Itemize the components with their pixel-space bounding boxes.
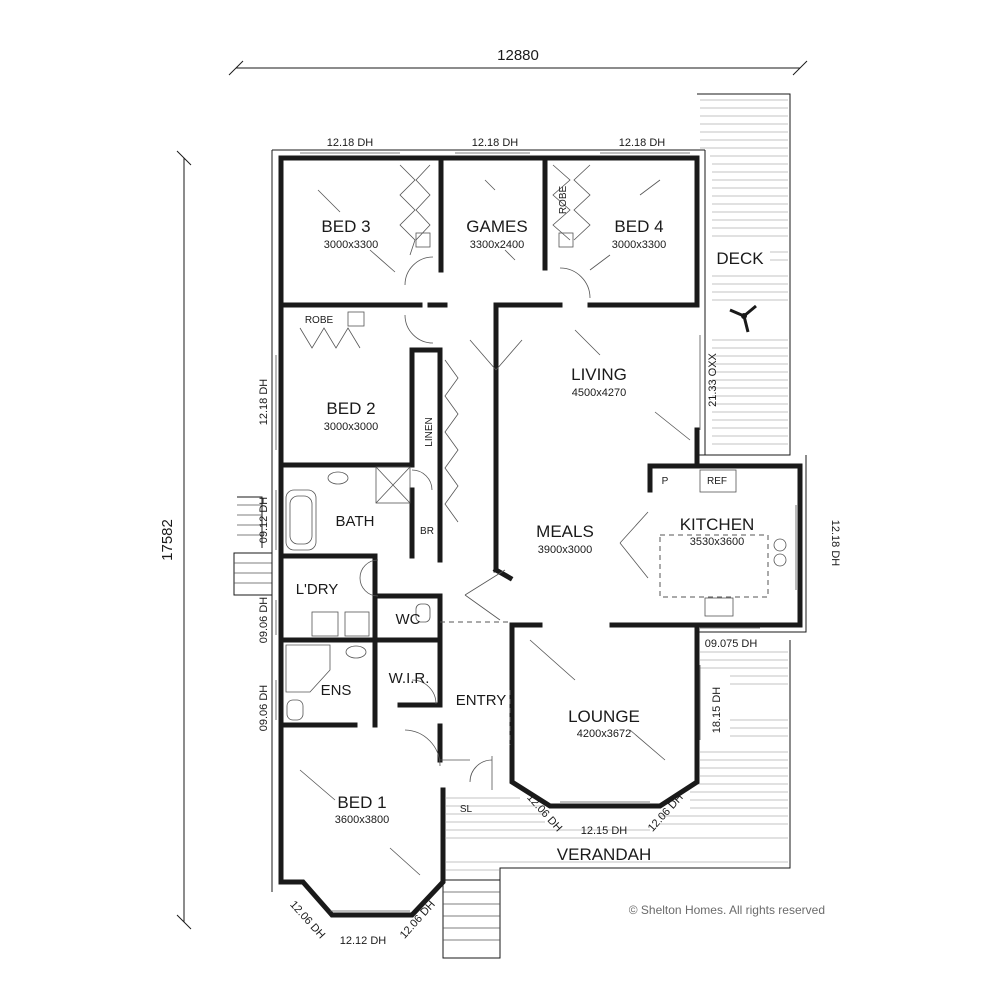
- kitchen-name: KITCHEN: [680, 515, 755, 534]
- window-bed1-bay-right-label: 12.06 DH: [398, 899, 438, 942]
- robe-bed2-label: ROBE: [305, 315, 334, 326]
- robe-bed4-label: ROBE: [558, 186, 569, 215]
- linen-label: LINEN: [424, 417, 435, 446]
- meals-name: MEALS: [536, 522, 594, 541]
- kitchen-size: 3530x3600: [690, 536, 744, 548]
- overall-depth-dimension: 17582: [159, 150, 192, 930]
- ref-label: REF: [707, 476, 727, 487]
- room-labels: BED 3 3000x3300 GAMES 3300x2400 BED 4 30…: [296, 217, 765, 864]
- copyright-notice: © Shelton Homes. All rights reserved: [629, 903, 825, 917]
- sliding-door-label: SL: [460, 804, 473, 815]
- bed2-size: 3000x3000: [324, 421, 378, 433]
- window-bed2-label: 12.18 DH: [258, 379, 270, 426]
- verandah-name: VERANDAH: [557, 845, 651, 864]
- bed1-name: BED 1: [337, 793, 386, 812]
- bed3-size: 3000x3300: [324, 239, 378, 251]
- front-steps: [442, 880, 501, 959]
- wc-name: WC: [396, 611, 421, 628]
- living-size: 4500x4270: [572, 387, 626, 399]
- window-living-label: 21.33 OXX: [707, 352, 719, 406]
- fixtures: [285, 164, 787, 721]
- doors: [359, 256, 591, 790]
- window-bed1-bay-mid-label: 12.12 DH: [340, 935, 387, 947]
- bed1-size: 3600x3800: [335, 814, 389, 826]
- window-lounge-bay-mid-label: 12.15 DH: [581, 825, 628, 837]
- window-bath-label: 09.12 DH: [258, 497, 270, 544]
- window-top-mid-label: 12.18 DH: [472, 137, 519, 149]
- window-lounge-bay-right-label: 12.06 DH: [646, 792, 686, 835]
- entry-name: ENTRY: [456, 692, 507, 709]
- overall-width-label: 12880: [497, 47, 539, 64]
- games-size: 3300x2400: [470, 239, 524, 251]
- br-label: BR: [420, 526, 434, 537]
- window-lounge-side-label: 18.15 DH: [711, 687, 723, 734]
- ceiling-fan-icon: [729, 304, 757, 333]
- pantry-label: P: [662, 476, 669, 487]
- laundry-name: L'DRY: [296, 581, 339, 598]
- exterior-walls: [271, 149, 807, 918]
- room-diagonals: [299, 179, 691, 876]
- deck-name: DECK: [716, 249, 764, 268]
- meals-size: 3900x3000: [538, 544, 592, 556]
- window-laundry-label: 09.06 DH: [258, 597, 270, 644]
- living-name: LIVING: [571, 365, 627, 384]
- lounge-name: LOUNGE: [568, 707, 640, 726]
- bed4-size: 3000x3300: [612, 239, 666, 251]
- window-top-left-label: 12.18 DH: [327, 137, 374, 149]
- wir-name: W.I.R.: [389, 670, 430, 687]
- games-name: GAMES: [466, 217, 527, 236]
- bed2-name: BED 2: [326, 399, 375, 418]
- window-kitchen-bottom-label: 09.075 DH: [705, 638, 758, 650]
- windows: [275, 152, 797, 912]
- window-lounge-bay-left-label: 12.06 DH: [524, 792, 564, 835]
- window-top-right-label: 12.18 DH: [619, 137, 666, 149]
- verandah-area: [442, 640, 791, 959]
- ens-name: ENS: [321, 682, 352, 699]
- small-labels: ROBE ROBE LINEN BR P REF SL: [305, 186, 727, 815]
- bed3-name: BED 3: [321, 217, 370, 236]
- overall-width-dimension: 12880: [228, 47, 808, 76]
- lounge-size: 4200x3672: [577, 728, 631, 740]
- window-ens-label: 09.06 DH: [258, 685, 270, 732]
- deck-area: [697, 93, 791, 456]
- window-kitchen-label: 12.18 DH: [829, 520, 841, 567]
- overall-depth-label: 17582: [159, 519, 176, 561]
- bath-name: BATH: [336, 513, 375, 530]
- bed4-name: BED 4: [614, 217, 663, 236]
- interior-walls: [278, 155, 700, 763]
